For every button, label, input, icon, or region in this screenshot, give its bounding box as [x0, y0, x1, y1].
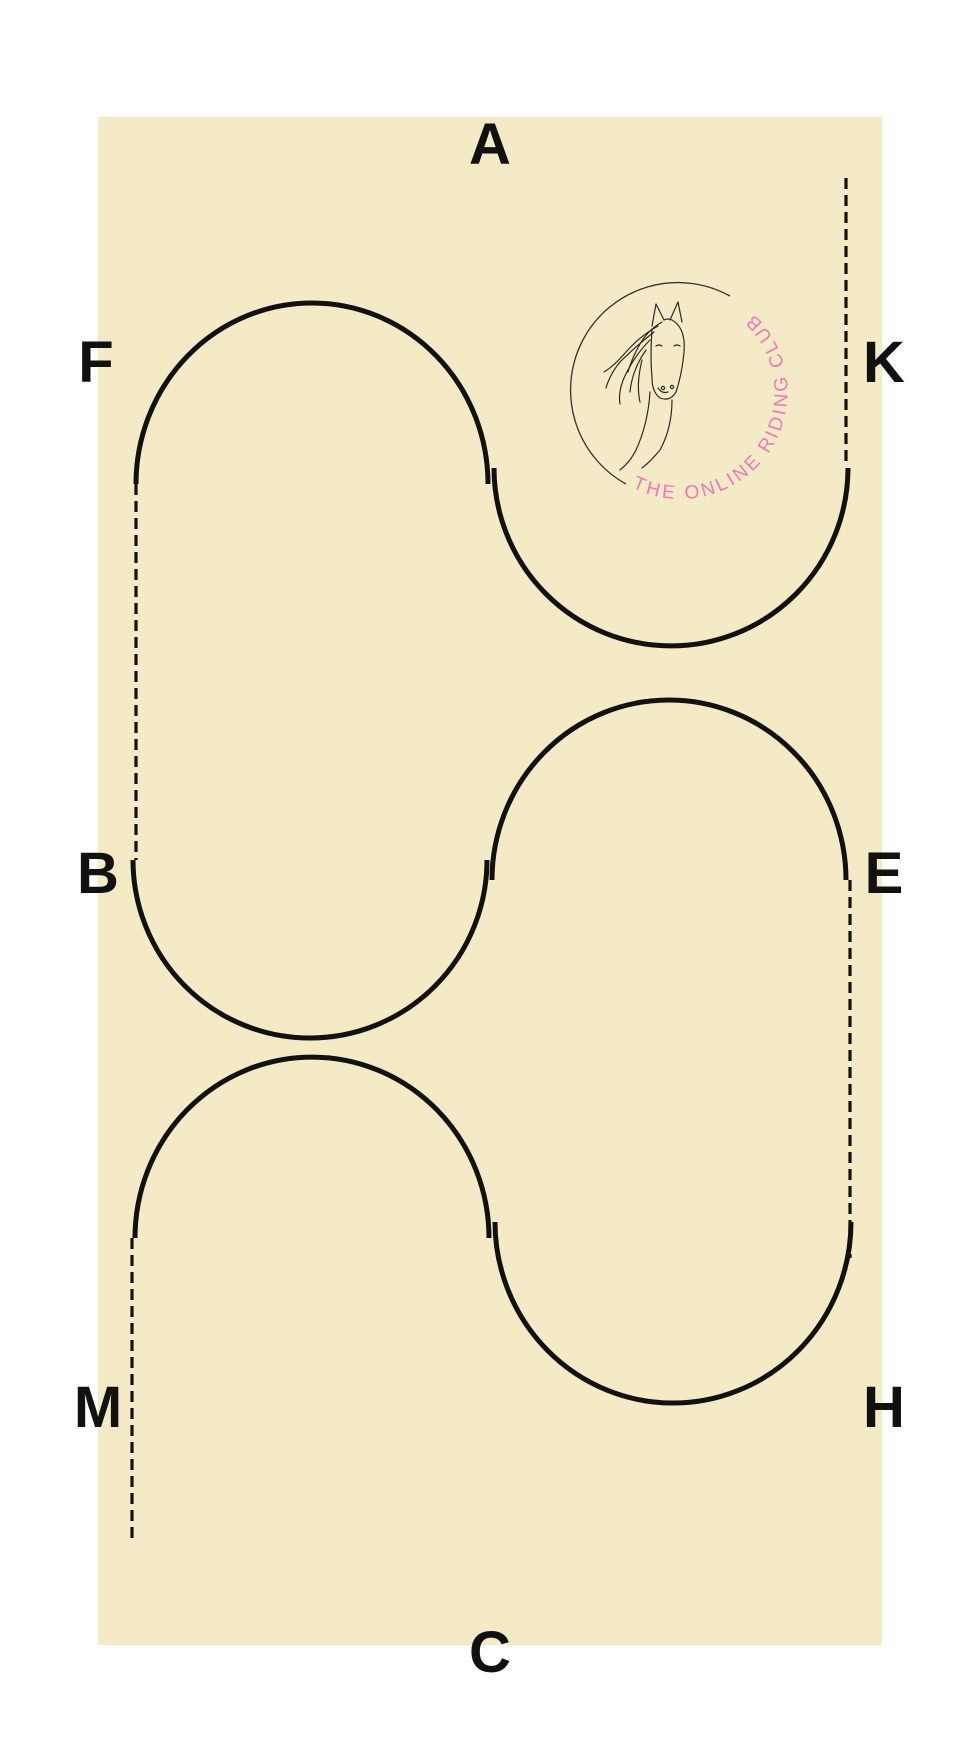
logo-ring — [569, 281, 731, 485]
marker-letter-k: K — [863, 330, 905, 395]
loop-4-bottom — [130, 859, 490, 1041]
marker-letter-a: A — [469, 112, 511, 177]
marker-letter-c: C — [469, 1620, 511, 1685]
marker-letter-b: B — [77, 841, 119, 906]
loop-1-top — [133, 300, 491, 485]
marker-letter-f: F — [78, 330, 113, 395]
arena-surface — [98, 117, 882, 1645]
loop-3-top — [489, 697, 849, 881]
loop-2-bottom — [491, 467, 851, 649]
marker-letter-e: E — [865, 841, 904, 906]
horse-head-icon — [603, 301, 685, 471]
marker-letter-h: H — [863, 1375, 905, 1440]
loop-5-top — [132, 1054, 492, 1239]
marker-letter-m: M — [74, 1375, 122, 1440]
loop-6-bottom — [492, 1221, 854, 1406]
